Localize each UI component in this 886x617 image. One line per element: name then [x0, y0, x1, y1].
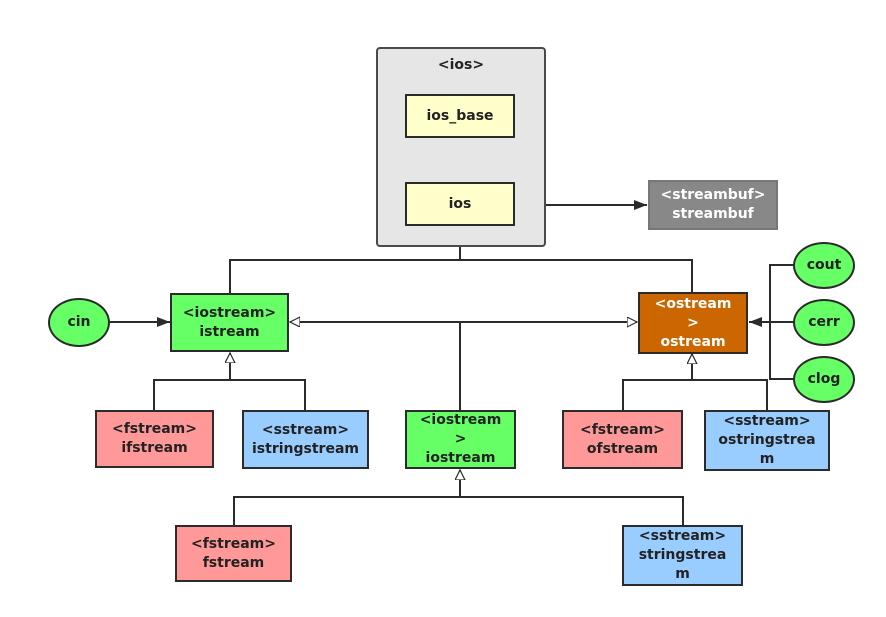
istringstream-node: <sstream> istringstream: [242, 410, 369, 469]
ifstream-node: <fstream> ifstream: [95, 410, 214, 468]
clog-label-line: clog: [807, 371, 841, 387]
iostream-label-line: iostream: [425, 450, 496, 466]
istream-node: <iostream> istream: [170, 293, 289, 352]
ostringstream-label-line: ostringstrea: [718, 432, 816, 448]
istringstream-label-line: <sstream>: [261, 421, 350, 438]
ostringstream-node: <sstream> ostringstrea m: [704, 410, 830, 471]
fstream-label-line: fstream: [202, 554, 265, 571]
stringstream-node: <sstream> stringstrea m: [622, 525, 743, 586]
fstream-node: <fstream> fstream: [175, 525, 292, 582]
cin-object: cin: [48, 298, 110, 347]
stringstream-label-line: stringstrea: [638, 547, 727, 563]
cout-object: cout: [793, 242, 855, 289]
ofstream-label-line: <fstream>: [579, 421, 665, 438]
ofstream-node: <fstream> ofstream: [562, 410, 683, 469]
ifstream-label-line: ifstream: [121, 440, 188, 456]
streambuf-label-line: streambuf: [672, 206, 754, 222]
ios-label-line: ios: [448, 195, 472, 212]
streambuf-node: <streambuf> streambuf: [648, 180, 778, 230]
ostream-label-line: >: [687, 314, 699, 331]
cin-label-line: cin: [67, 314, 91, 330]
ios_base-label-line: ios_base: [426, 107, 494, 124]
stringstream-label-line: m: [675, 566, 690, 582]
ostream-label-line: <ostream: [654, 295, 732, 312]
istream-label-line: <iostream>: [182, 304, 277, 321]
streambuf-label-line: <streambuf>: [660, 187, 766, 203]
cerr-object: cerr: [793, 299, 855, 346]
iostream-node: <iostream > iostream: [405, 410, 516, 469]
ios-header-title: <ios>: [437, 57, 485, 73]
clog-object: clog: [793, 356, 855, 403]
ostringstream-label-line: <sstream>: [723, 413, 811, 429]
ios-node: ios: [405, 182, 515, 226]
cerr-label-line: cerr: [808, 314, 840, 330]
ostream-node: <ostream > ostream: [638, 292, 748, 354]
iostream-label-line: >: [454, 431, 467, 447]
istream-label-line: istream: [199, 323, 260, 340]
cout-label-line: cout: [806, 257, 842, 273]
iostream-label-line: <iostream: [419, 412, 502, 428]
fstream-label-line: <fstream>: [190, 535, 276, 552]
edge-ofstream-ostringstream: [622, 354, 768, 410]
istringstream-label-line: istringstream: [252, 440, 359, 457]
ifstream-label-line: <fstream>: [111, 421, 197, 437]
ostream-label-line: ostream: [660, 333, 726, 350]
ios_base-node: ios_base: [405, 94, 515, 138]
ostringstream-label-line: m: [759, 451, 775, 467]
edge-fstream-stringstream: [233, 470, 684, 525]
ofstream-label-line: ofstream: [586, 440, 659, 457]
stringstream-label-line: <sstream>: [638, 528, 727, 544]
edge-ifstream-istringstream: [153, 353, 306, 410]
